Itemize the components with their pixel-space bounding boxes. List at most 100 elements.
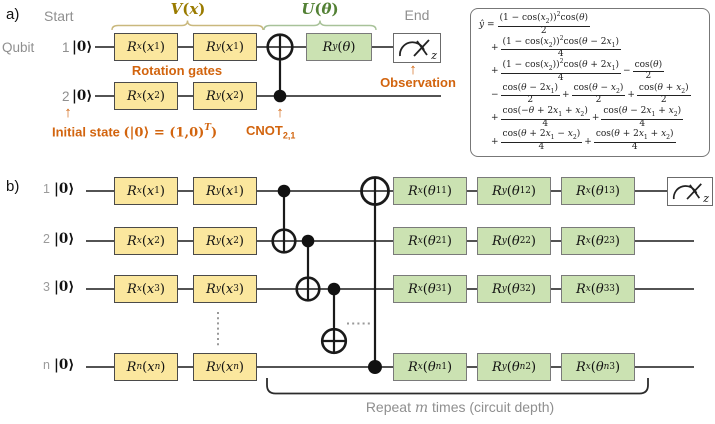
formula-line: +cos(−θ + 2x1 + x2)4+cos(θ − 2x1 + x2)4 <box>479 106 703 130</box>
row-ket: |0⟩ <box>54 279 75 295</box>
repeat-label: Repeat m times (circuit depth) <box>300 399 620 416</box>
end-label: End <box>404 7 430 23</box>
formula-operator: + <box>491 113 499 124</box>
row-ket: |0⟩ <box>54 181 75 197</box>
fraction-denominator: 4 <box>631 141 638 152</box>
cnot-3-dots-control <box>327 282 341 296</box>
fraction-denominator: 2 <box>527 95 534 106</box>
qubit2-number: 2 <box>62 89 70 104</box>
initial-state-close: ) <box>210 125 218 141</box>
formula-fraction: cos(θ − 2x1)2 <box>500 83 561 106</box>
meter-gauge-icon <box>399 39 430 57</box>
cnot-arrow: ↑ <box>276 104 284 121</box>
formula-operator: + <box>491 43 499 54</box>
cnot-2-3-target <box>295 276 321 302</box>
panel-a-tag: a) <box>6 6 20 23</box>
row-number: 3 <box>43 280 50 294</box>
formula-operator: − <box>623 66 631 77</box>
initial-state-arrow: ↑ <box>64 104 72 121</box>
u-block-brace <box>263 20 377 31</box>
formula-lhs: ŷ = <box>479 19 495 30</box>
fraction-numerator: cos(−θ + 2x1 + x2) <box>500 106 590 120</box>
cnot-2-3-control <box>301 234 315 248</box>
fraction-numerator: cos(θ + 2x1 − x2) <box>500 129 583 143</box>
repeat-label-var: m <box>414 400 429 416</box>
repeat-bracket <box>266 378 649 395</box>
qubit2-ket: |0⟩ <box>72 88 93 104</box>
fraction-numerator: cos(θ + 2x1 + x2) <box>593 129 676 143</box>
fraction-numerator: cos(θ + x2) <box>636 82 691 97</box>
formula-line: +cos(θ + 2x1 − x2)4+cos(θ + 2x1 + x2)4 <box>479 129 703 153</box>
fraction-denominator: 2 <box>540 26 547 37</box>
formula-fraction: cos(θ)2 <box>632 60 665 82</box>
formula-line: −cos(θ − 2x1)2+cos(θ − x2)2+cos(θ + x2)2 <box>479 83 703 106</box>
meter-basis-label: z <box>431 49 437 62</box>
formula-fraction: cos(θ − 2x1 + x2)4 <box>601 106 684 129</box>
initial-state-text: Initial state <box>52 124 124 140</box>
repeat-label-post: times (circuit depth) <box>428 399 555 415</box>
fraction-denominator: 2 <box>645 70 652 81</box>
formula-fraction: cos(−θ + 2x1 + x2)4 <box>500 106 590 129</box>
fraction-denominator: 4 <box>557 49 564 60</box>
formula-operator: + <box>491 136 499 147</box>
v-block-label: V(x) <box>170 0 206 18</box>
formula-operator: + <box>591 113 600 124</box>
qubit1-number: 1 <box>62 40 70 55</box>
cnot-annotation-text: CNOT <box>246 123 283 138</box>
observation-annotation: Observation <box>380 75 456 90</box>
formula-line: +(1 − cos(x2))2cos(θ − 2x1)4 <box>479 35 703 60</box>
fraction-denominator: 4 <box>542 118 549 129</box>
formula-fraction: cos(θ + 2x1 + x2)4 <box>593 129 676 152</box>
repeat-label-pre: Repeat <box>365 399 415 415</box>
cnot-annotation-sub: 2,1 <box>282 130 296 141</box>
formula-operator: + <box>562 89 570 100</box>
formula-operator: + <box>584 136 592 147</box>
fraction-denominator: 2 <box>595 95 602 106</box>
rotation-gates-annotation: Rotation gates <box>131 63 223 78</box>
start-label: Start <box>44 8 74 24</box>
qubit1-ket: |0⟩ <box>72 39 93 55</box>
formula-fraction: cos(θ + 2x1 − x2)4 <box>500 129 583 152</box>
v-block-brace <box>111 20 264 31</box>
fraction-numerator: cos(θ) <box>632 60 665 72</box>
cnot-annotation: CNOT2,1 <box>246 123 295 141</box>
fraction-denominator: 4 <box>557 72 564 83</box>
row-number: n <box>43 358 50 372</box>
formula-panel: ŷ =(1 − cos(x2))2cos(θ)2+(1 − cos(x2))2c… <box>470 8 710 157</box>
formula-fraction: cos(θ + x2)2 <box>636 82 691 106</box>
meter-gauge-icon <box>672 183 702 200</box>
formula-fraction: (1 − cos(x2))2cos(θ − 2x1)4 <box>500 35 622 60</box>
fraction-numerator: cos(θ − x2) <box>571 82 626 97</box>
formula-line: ŷ =(1 − cos(x2))2cos(θ)2 <box>479 12 703 37</box>
fraction-denominator: 4 <box>639 118 646 129</box>
u-block-label: U(θ) <box>301 0 339 18</box>
row-number: 1 <box>43 182 50 196</box>
qubit-word: Qubit <box>2 40 35 55</box>
row-ket: |0⟩ <box>54 231 75 247</box>
fraction-denominator: 4 <box>538 141 545 152</box>
cnot-1-2-control <box>277 184 291 198</box>
formula-fraction: cos(θ − x2)2 <box>571 82 626 106</box>
observation-arrow: ↑ <box>409 61 417 78</box>
formula-operator: + <box>491 66 499 77</box>
initial-state-annotation: Initial state (|0⟩ = (1,0)T) <box>52 123 217 141</box>
